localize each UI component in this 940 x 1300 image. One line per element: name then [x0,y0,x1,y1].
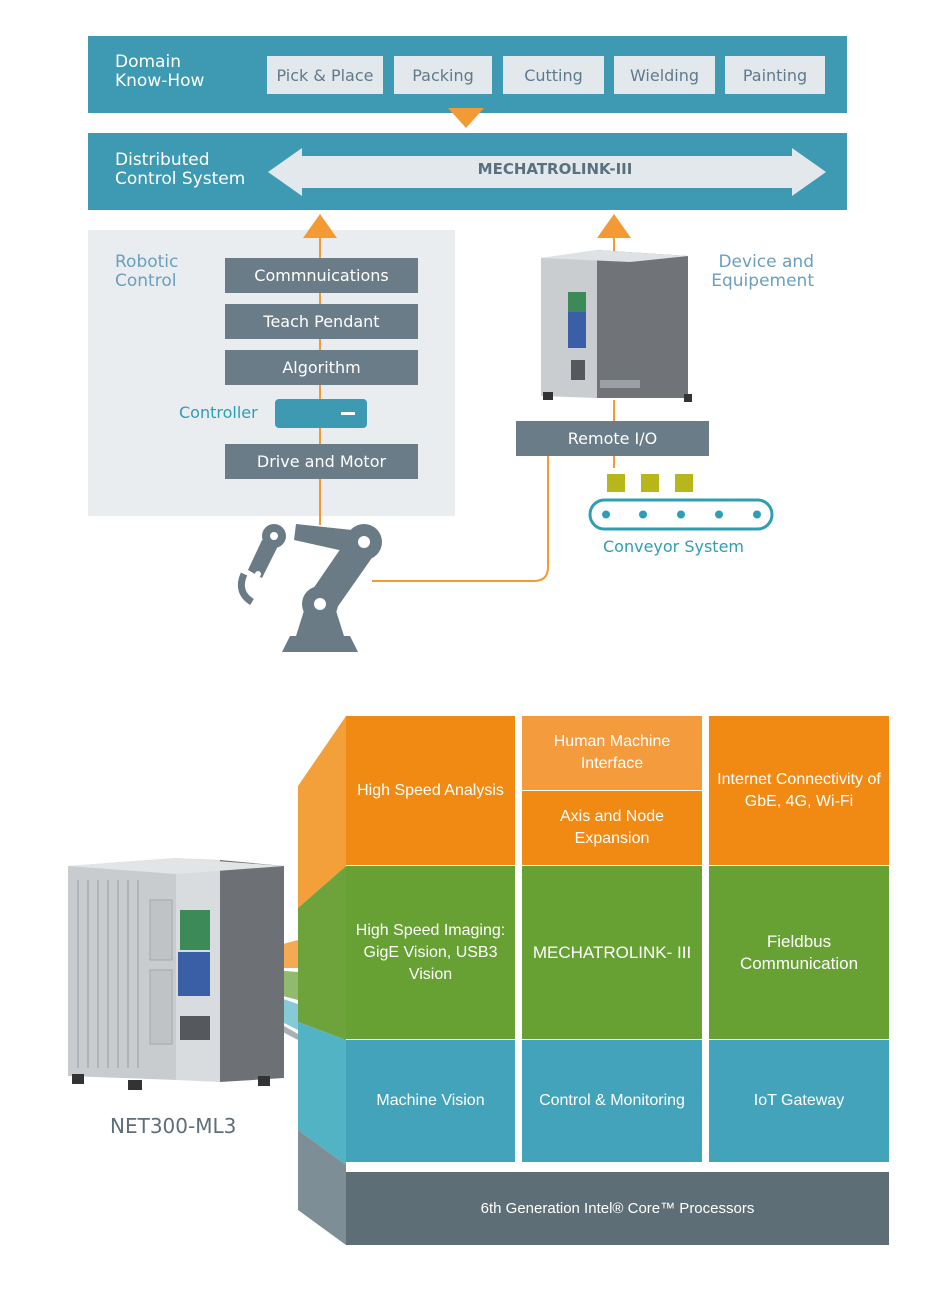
product-computer-icon [68,858,284,1090]
tile-pick-place: Pick & Place [267,56,383,94]
robot-arm-icon [237,524,382,652]
product-square [675,474,693,492]
up-arrow-icon [303,214,337,238]
step-drive-motor: Drive and Motor [225,444,418,479]
remote-io-box: Remote I/O [516,421,709,456]
robot-to-remote-io-line [372,455,549,582]
cell-fieldbus-communication: Fieldbus Communication [709,866,889,1039]
stack-side-base [298,1130,346,1245]
tile-painting: Painting [725,56,825,94]
controller-box [275,399,367,428]
stack-side-green [298,866,346,1040]
cell-human-machine-interface: Human Machine Interface [522,716,702,790]
tile-packing: Packing [394,56,492,94]
product-square [641,474,659,492]
cell-high-speed-imaging: High Speed Imaging: GigE Vision, USB3 Vi… [346,866,515,1039]
step-communications: Commnuications [225,258,418,293]
minus-icon [341,412,355,415]
device-computer-icon [541,250,692,402]
cell-control-monitoring: Control & Monitoring [522,1040,702,1162]
down-arrow-icon [448,108,484,128]
cell-axis-node-expansion: Axis and Node Expansion [522,791,702,865]
controller-label: Controller [179,403,258,422]
cell-machine-vision: Machine Vision [346,1040,515,1162]
device-equipment-label: Device and Equipement [711,252,814,291]
robotic-control-label: Robotic Control [115,252,179,291]
domain-know-how-label: Domain Know-How [115,52,205,91]
step-teach-pendant: Teach Pendant [225,304,418,339]
cell-iot-gateway: IoT Gateway [709,1040,889,1162]
cell-high-speed-analysis: High Speed Analysis [346,716,515,865]
step-algorithm: Algorithm [225,350,418,385]
mechatrolink-bus-arrow [268,148,826,196]
cell-internet-connectivity: Internet Connectivity of GbE, 4G, Wi-Fi [709,716,889,865]
tile-wielding: Wielding [614,56,715,94]
stack-side-orange [298,716,346,908]
up-arrow-icon [597,214,631,238]
product-square [607,474,625,492]
conveyor-system-label: Conveyor System [603,537,744,556]
product-name-label: NET300-ML3 [110,1114,237,1138]
stack-side-blue [298,1022,346,1165]
mechatrolink-bus-label: MECHATROLINK-III [477,160,633,178]
distributed-control-label: Distributed Control System [115,150,246,189]
tile-cutting: Cutting [503,56,604,94]
cell-mechatrolink: MECHATROLINK- III [522,866,702,1039]
conveyor-belt [588,498,774,531]
cell-intel-processor-base: 6th Generation Intel® Core™ Processors [346,1172,889,1245]
